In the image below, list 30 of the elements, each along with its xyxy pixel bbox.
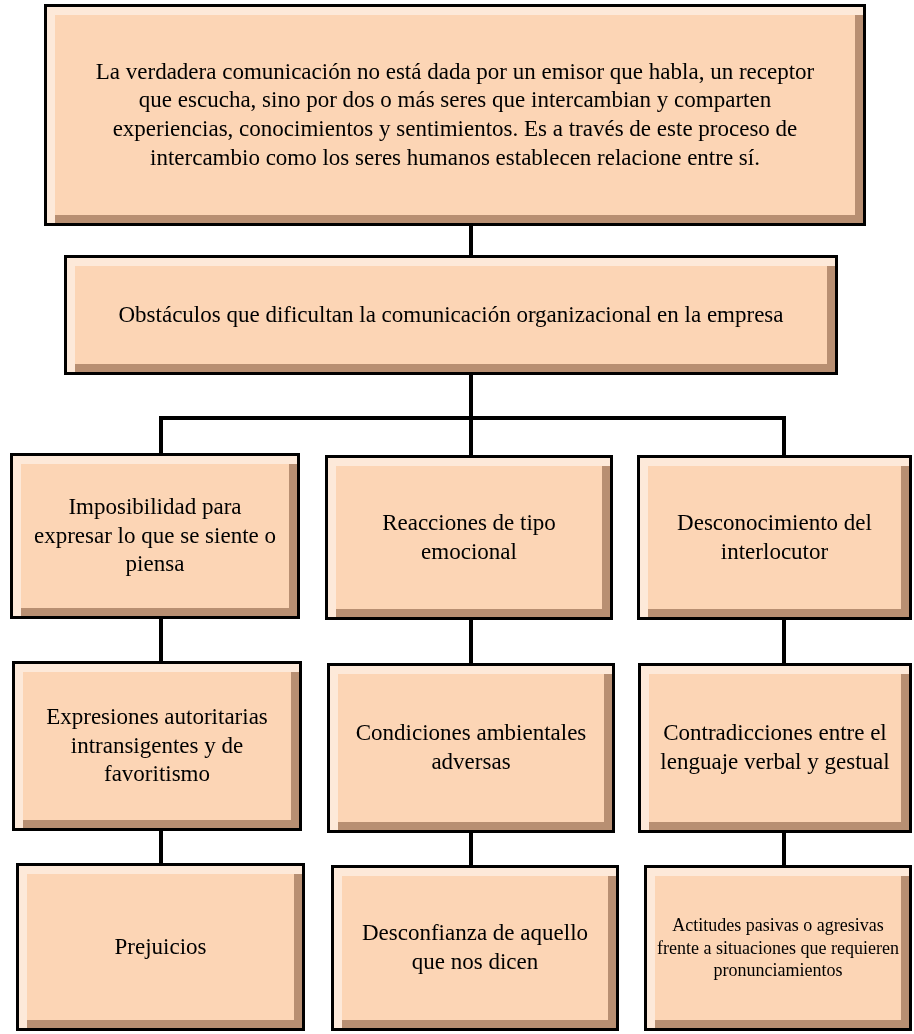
bevel-box (638, 663, 912, 833)
box-text: Reacciones de tipo emocional (381, 508, 557, 566)
bevel-box (44, 4, 866, 226)
box-text: Condiciones ambientales adversas (354, 719, 588, 776)
box-text: Obstáculos que dificultan la comunicación organizacional en la empresa (118, 300, 784, 329)
bevel-box (10, 453, 300, 619)
connector-line (782, 620, 786, 663)
connector-line (469, 620, 473, 663)
bevel-box (331, 865, 619, 1031)
connector-line (159, 831, 163, 863)
bevel-box (644, 865, 912, 1031)
box-text: Prejuicios (114, 932, 207, 961)
bevel-box (12, 661, 302, 831)
bevel-box (16, 863, 305, 1031)
connector-line (782, 833, 786, 865)
box-text: La verdadera comunicación no está dada por un emisor que habla, un receptor que escucha, sino por dos o más seres que intercambian y comparten experiencias, conocimientos y sentimientos. Es a través de este proceso de intercambio como los seres humanos establecen relacione entre sí. (94, 57, 816, 172)
connector-line (469, 226, 473, 255)
bevel-box (327, 663, 615, 833)
box-text: Expresiones autoritarias intransigentes y de favoritismo (45, 702, 269, 789)
bevel-box (637, 455, 912, 620)
box-text: Actitudes pasivas o agresivas frente a situaciones que requieren pronunciamientos (656, 914, 900, 982)
connector-line (469, 833, 473, 865)
bevel-box (64, 255, 838, 375)
bevel-box (325, 455, 613, 620)
box-text: Desconfianza de aquello que nos dicen (360, 919, 590, 976)
box-text: Contradicciones entre el lenguaje verbal y gestual (659, 719, 891, 776)
connector-line (159, 619, 163, 661)
box-text: Desconocimiento del interlocutor (676, 508, 873, 566)
box-text: Imposibilidad para expresar lo que se siente o piensa (32, 492, 278, 579)
connector-line (469, 375, 786, 455)
